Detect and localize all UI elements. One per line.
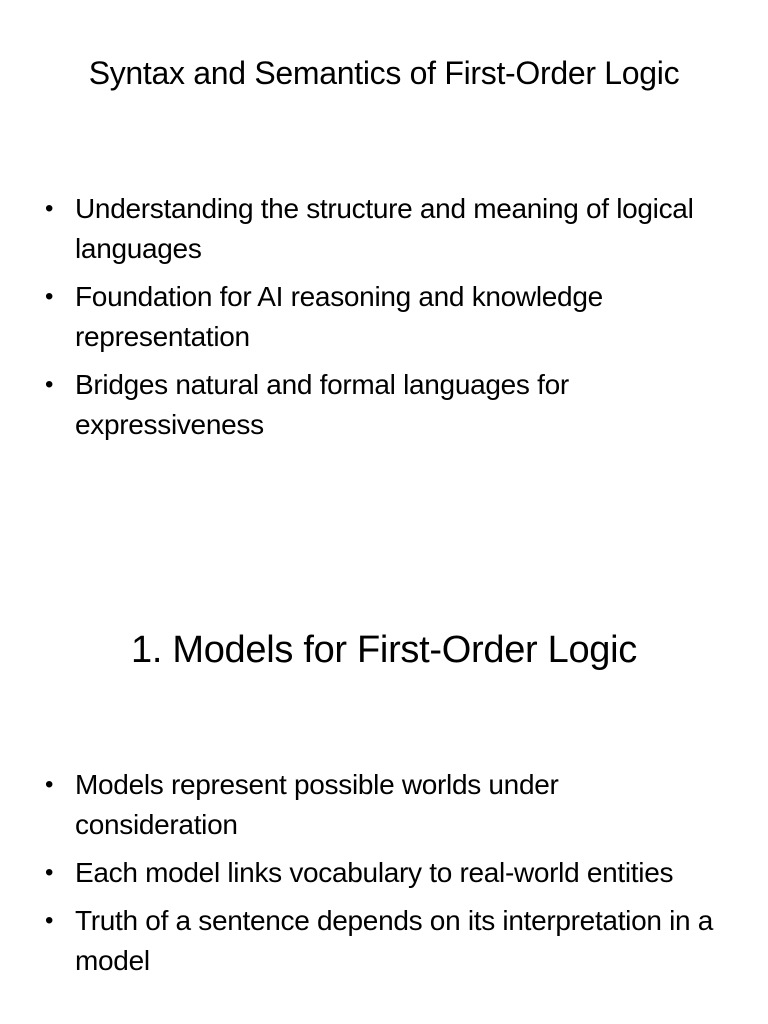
bullet-text: Foundation for AI reasoning and knowledg… — [75, 281, 603, 352]
slide-1-title: Syntax and Semantics of First-Order Logi… — [88, 55, 680, 91]
bullet-icon: • — [45, 771, 54, 798]
bullet-icon: • — [45, 907, 54, 934]
bullet-text: Bridges natural and formal languages for… — [75, 369, 569, 440]
bullet-icon: • — [45, 283, 54, 310]
bullet-item: • Understanding the structure and meaning… — [0, 189, 715, 269]
slide-1-bullet-list: • Understanding the structure and meaning… — [0, 189, 700, 453]
bullet-text: Each model links vocabulary to real-worl… — [75, 857, 674, 888]
bullet-icon: • — [45, 371, 54, 398]
bullet-item: • Each model links vocabulary to real-wor… — [0, 853, 715, 893]
bullet-text: Understanding the structure and meaning … — [75, 193, 694, 264]
slide-2-title: 1. Models for First-Order Logic — [131, 629, 637, 671]
bullet-text: Truth of a sentence depends on its inter… — [75, 905, 714, 976]
bullet-icon: • — [45, 859, 54, 886]
slide-2-bullet-list: • Models represent possible worlds under … — [0, 765, 713, 989]
bullet-item: • Models represent possible worlds under … — [0, 765, 715, 845]
bullet-item: • Bridges natural and formal languages fo… — [0, 365, 715, 445]
bullet-icon: • — [45, 195, 54, 222]
bullet-item: • Foundation for AI reasoning and knowled… — [0, 277, 715, 357]
bullet-text: Models represent possible worlds under c… — [75, 769, 559, 840]
bullet-item: • Truth of a sentence depends on its inte… — [0, 901, 715, 981]
